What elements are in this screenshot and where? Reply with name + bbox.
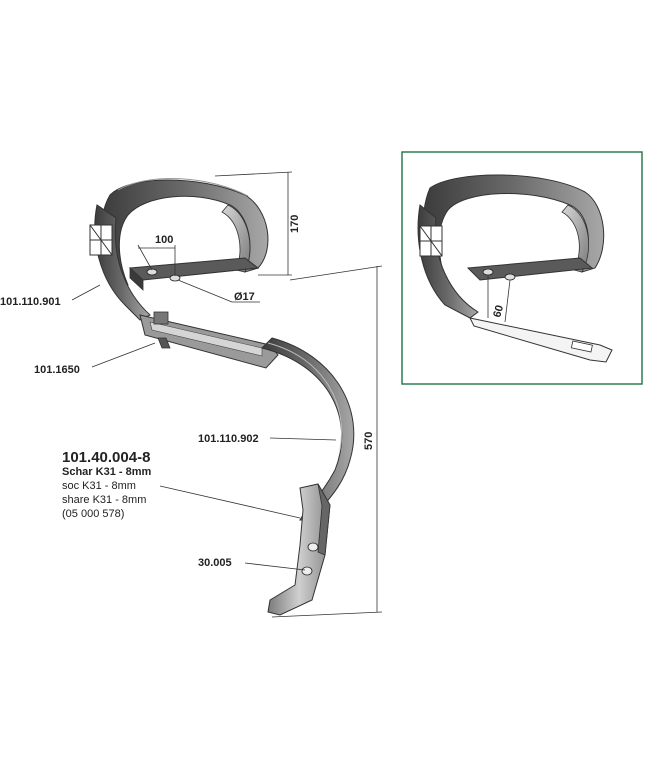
label-part-110901: 101.110.901 xyxy=(0,296,61,308)
dimension-lines xyxy=(71,171,383,618)
desc-german: Schar K31 - 8mm xyxy=(62,466,151,478)
inset-brand-logo-icon xyxy=(419,225,443,257)
clamp-holder xyxy=(139,311,279,369)
desc-english: share K31 - 8mm xyxy=(62,494,146,506)
dim-total-height: 570 xyxy=(363,432,375,450)
label-part-30005: 30.005 xyxy=(198,557,232,569)
label-part-110902: 101.110.902 xyxy=(198,433,259,445)
main-part-number: 101.40.004-8 xyxy=(62,449,150,466)
share-point xyxy=(267,483,331,616)
desc-reference: (05 000 578) xyxy=(62,508,124,520)
brand-logo-icon xyxy=(89,224,113,256)
dim-height-top: 170 xyxy=(289,215,301,233)
label-part-1650: 101.1650 xyxy=(34,364,80,376)
desc-french: soc K31 - 8mm xyxy=(62,480,136,492)
inset-detail: 60 xyxy=(401,151,643,385)
dim-hole-diameter: Ø17 xyxy=(234,291,255,303)
inset-dim-offset: 60 xyxy=(491,304,506,319)
dim-spacing: 100 xyxy=(155,234,173,246)
